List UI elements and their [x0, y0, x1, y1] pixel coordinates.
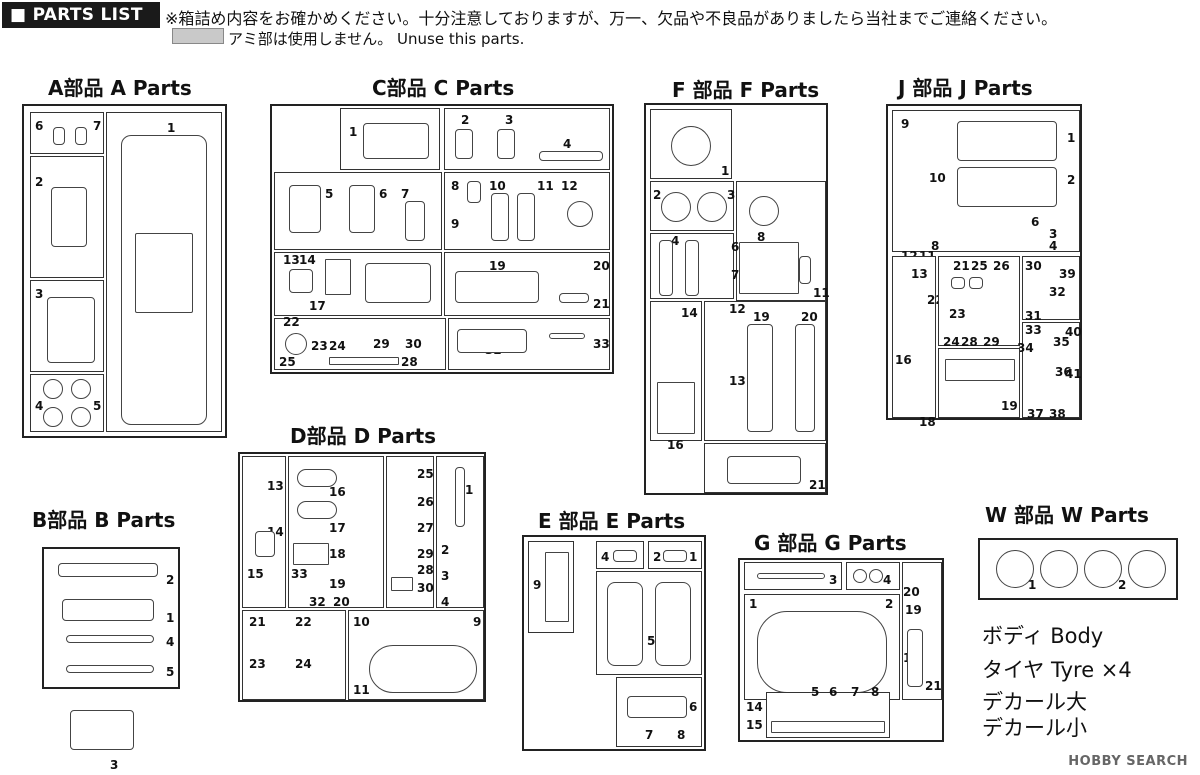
b-part-3 [70, 710, 134, 750]
a-cell-1-chassis: 1 [106, 112, 222, 432]
section-title-e: E 部品 E Parts [538, 509, 686, 533]
section-title-a: A部品 A Parts [48, 76, 192, 100]
unuse-note: アミ部は使用しません。 Unuse this parts. [228, 28, 524, 49]
tyre-label: タイヤ Tyre ×4 [982, 658, 1132, 682]
section-title-c: C部品 C Parts [372, 76, 515, 100]
decal-large-label: デカール大 [982, 690, 1087, 714]
watermark-logo: HOBBY SEARCH [1068, 754, 1188, 769]
section-title-f: F 部品 F Parts [672, 78, 820, 102]
section-title-b: B部品 B Parts [32, 508, 176, 532]
section-title-d: D部品 D Parts [290, 424, 437, 448]
section-title-w: W 部品 W Parts [985, 503, 1149, 527]
unuse-en: Unuse this parts. [397, 30, 525, 48]
a-cell-2: 2 [30, 156, 104, 278]
unuse-jp: アミ部は使用しません。 [228, 30, 393, 48]
sprue-b: 2 1 4 5 [42, 547, 180, 689]
a-cell-3: 3 [30, 280, 104, 372]
section-title-j: J 部品 J Parts [898, 76, 1033, 100]
decal-small-label: デカール小 [982, 716, 1087, 740]
body-label: ボディ Body [982, 624, 1104, 648]
sprue-w: 1 2 [978, 538, 1178, 600]
parts-list-badge: ■ PARTS LIST [2, 2, 160, 28]
b-part-3-label: 3 [110, 758, 119, 772]
unuse-swatch [172, 28, 224, 44]
section-title-g: G 部品 G Parts [754, 531, 907, 555]
notice-text: ※箱詰め内容をお確かめください。十分注意しておりますが、万一、欠品や不良品があり… [165, 9, 1058, 28]
